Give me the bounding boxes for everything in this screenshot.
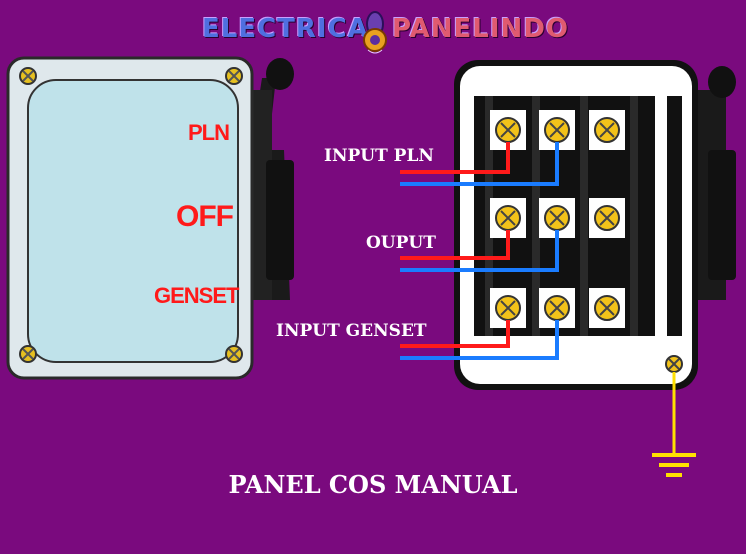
wire-output [400,230,559,272]
brand-header: ELECTRICAL PANELINDO [0,10,746,54]
screw-icon [19,67,37,85]
screw-icon [225,345,243,363]
switch-position-pln: PLN [188,120,230,145]
wire-input-genset [400,320,559,360]
switch-position-off: OFF [176,200,234,233]
terminal-screw-icon [544,205,570,231]
screw-icon [225,67,243,85]
diagram-caption: PANEL COS MANUAL [228,470,518,499]
switch-handle-right [696,66,736,300]
terminal-screw-icon [495,117,521,143]
label-input-genset: INPUT GENSET [276,321,427,341]
terminal-screws [495,117,620,321]
label-input-pln: INPUT PLN [324,146,434,166]
ground-symbol-icon [652,355,696,477]
brand-text-right: PANELINDO [392,14,569,44]
brand-text-left: ELECTRICAL [202,14,387,44]
terminal-screw-icon [544,117,570,143]
switch-face-panel [27,79,239,363]
terminal-screw-icon [495,205,521,231]
terminal-screw-icon [495,295,521,321]
label-output: OUPUT [366,233,436,253]
screw-icon [19,345,37,363]
terminal-screw-icon [594,117,620,143]
terminal-screw-icon [594,205,620,231]
bulb-logo-icon [363,11,387,54]
switch-handle-left [250,58,294,300]
wire-input-pln [400,142,559,186]
terminal-screw-icon [594,295,620,321]
switch-position-genset: GENSET [154,283,239,308]
terminal-screw-icon [544,295,570,321]
